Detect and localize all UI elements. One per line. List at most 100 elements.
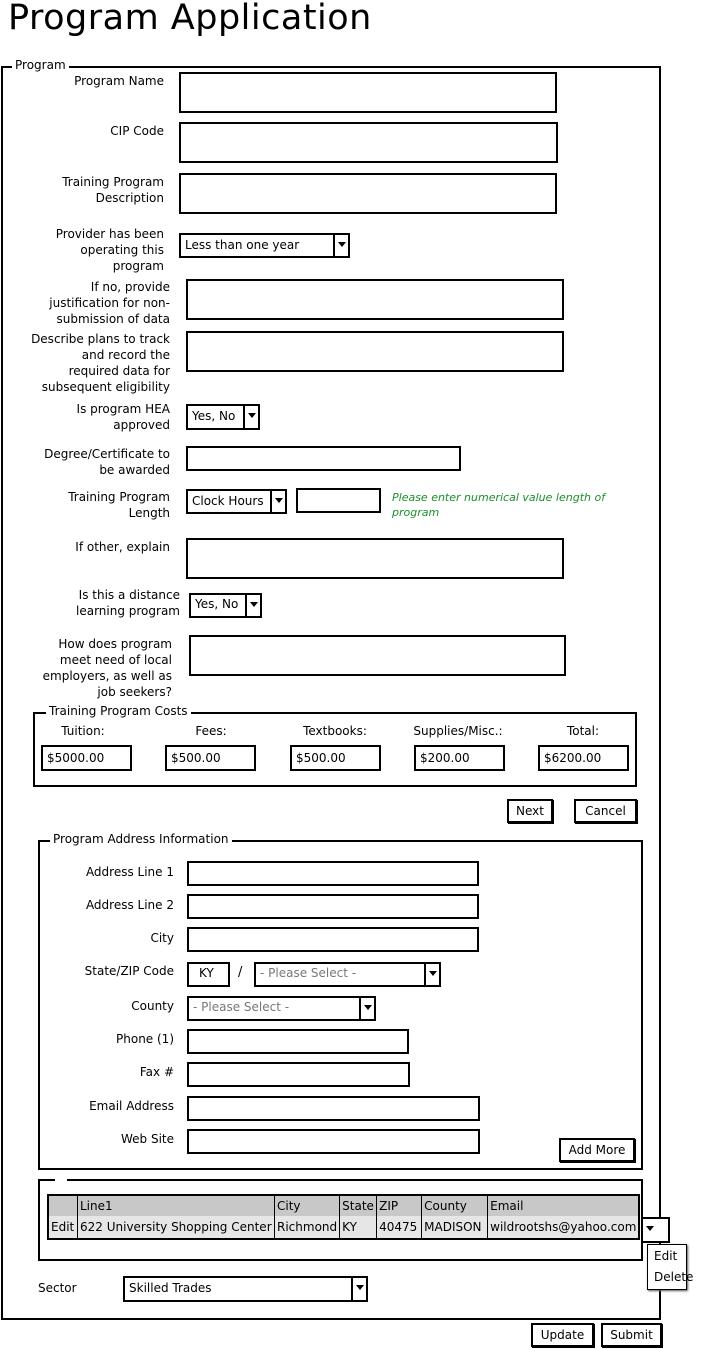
fax-label: Fax # (139, 1065, 174, 1079)
cell-email: wildrootshs@yahoo.com (487, 1216, 639, 1238)
fees-input[interactable]: $500.00 (165, 745, 256, 771)
county-select[interactable]: - Please Select - (187, 996, 376, 1021)
cell-city: Richmond (273, 1216, 340, 1238)
address-line1-label: Address Line 1 (85, 865, 174, 879)
justification-input[interactable] (186, 279, 564, 320)
state-zip-label: State/ZIP Code (84, 964, 174, 978)
row-action-dropdown[interactable] (641, 1217, 670, 1243)
email-label: Email Address (89, 1099, 174, 1113)
cell-zip: 40475 (376, 1216, 422, 1238)
distance-select[interactable]: Yes, No (189, 593, 262, 618)
description-label: Training Program Description (62, 175, 164, 205)
degree-input[interactable] (186, 446, 461, 471)
phone-input[interactable] (187, 1029, 409, 1054)
address-line2-input[interactable] (187, 894, 479, 919)
textbooks-input[interactable]: $500.00 (290, 745, 381, 771)
table-header-row: Line1 City State ZIP County Email (49, 1196, 639, 1216)
operating-select[interactable]: Less than one year (179, 233, 350, 258)
length-unit-value: Clock Hours (192, 494, 264, 508)
menu-item-edit[interactable]: Edit (654, 1249, 678, 1263)
email-input[interactable] (187, 1096, 480, 1121)
degree-label: Degree/Certificate to be awarded (44, 447, 170, 477)
column-header-county: County (421, 1196, 488, 1216)
total-label: Total: (566, 724, 600, 738)
row-action-menu: Edit Delete (647, 1244, 694, 1290)
chevron-down-icon (245, 595, 260, 616)
supplies-input[interactable]: $200.00 (414, 745, 505, 771)
program-name-label: Program Name (74, 74, 164, 88)
update-button[interactable]: Update (531, 1323, 594, 1347)
column-header-state: State (339, 1196, 377, 1216)
sector-label: Sector (38, 1281, 77, 1295)
distance-label: Is this a distance learning program (76, 588, 180, 618)
cip-code-label: CIP Code (110, 124, 164, 138)
program-section (1, 66, 661, 1320)
address-line1-input[interactable] (187, 861, 479, 886)
supplies-label: Supplies/Misc.: (413, 724, 503, 738)
address-line2-label: Address Line 2 (85, 898, 174, 912)
county-label: County (131, 999, 174, 1013)
add-more-button[interactable]: Add More (559, 1138, 635, 1162)
plans-input[interactable] (186, 331, 564, 372)
length-label: Training Program Length (68, 490, 170, 520)
cancel-button[interactable]: Cancel (574, 799, 637, 823)
chevron-down-icon (270, 491, 285, 512)
state-input[interactable]: KY (187, 962, 230, 987)
column-header-line1: Line1 (77, 1196, 275, 1216)
column-header-zip: ZIP (376, 1196, 422, 1216)
fees-label: Fees: (195, 724, 227, 738)
cell-line1: 622 University Shopping Center (77, 1216, 275, 1238)
chevron-down-icon (351, 1278, 366, 1300)
address-table-legend-gap (55, 1175, 67, 1183)
address-grid: Line1 City State ZIP County Email Edit 6… (49, 1196, 639, 1238)
website-input[interactable] (187, 1129, 480, 1154)
cell-county: MADISON (421, 1216, 488, 1238)
program-name-input[interactable] (179, 72, 557, 113)
hea-select[interactable]: Yes, No (186, 404, 260, 430)
fax-input[interactable] (187, 1062, 410, 1087)
total-input[interactable]: $6200.00 (538, 745, 629, 771)
program-section-legend: Program (12, 58, 69, 72)
column-header-city: City (273, 1196, 340, 1216)
costs-legend: Training Program Costs (46, 704, 191, 718)
county-select-placeholder: - Please Select - (193, 1000, 290, 1014)
justification-label: If no, provide justification for non-sub… (49, 280, 170, 326)
tuition-input[interactable]: $5000.00 (41, 745, 132, 771)
column-header-action (49, 1196, 78, 1216)
other-input[interactable] (186, 538, 564, 579)
cell-state: KY (339, 1216, 377, 1238)
row-edit-link[interactable]: Edit (49, 1216, 78, 1238)
table-row: Edit 622 University Shopping Center Rich… (49, 1216, 639, 1238)
chevron-down-icon (359, 998, 374, 1019)
operating-label: Provider has been operating this program (55, 227, 164, 273)
textbooks-label: Textbooks: (303, 724, 367, 738)
chevron-down-icon (643, 1219, 668, 1241)
address-legend: Program Address Information (50, 832, 232, 846)
length-unit-select[interactable]: Clock Hours (186, 489, 287, 514)
zip-select[interactable]: - Please Select - (254, 962, 441, 987)
sector-select[interactable]: Skilled Trades (123, 1276, 368, 1302)
phone-label: Phone (1) (116, 1032, 174, 1046)
employers-label: How does program meet need of local empl… (42, 637, 172, 699)
sector-select-value: Skilled Trades (129, 1281, 212, 1295)
other-label: If other, explain (75, 540, 170, 554)
city-input[interactable] (187, 927, 479, 952)
zip-separator: / (238, 965, 243, 980)
page-title: Program Application (8, 0, 372, 38)
next-button[interactable]: Next (507, 799, 553, 823)
chevron-down-icon (243, 406, 258, 428)
employers-input[interactable] (189, 635, 566, 676)
costs-section (33, 712, 637, 787)
address-section (38, 840, 643, 1170)
submit-button[interactable]: Submit (601, 1323, 662, 1347)
cip-code-input[interactable] (179, 122, 558, 163)
website-label: Web Site (120, 1132, 174, 1146)
city-label: City (150, 931, 174, 945)
hea-label: Is program HEA approved (76, 402, 170, 432)
address-table: Line1 City State ZIP County Email Edit 6… (47, 1194, 641, 1240)
length-value-input[interactable] (296, 488, 381, 513)
tuition-label: Tuition: (61, 724, 105, 738)
description-input[interactable] (179, 173, 557, 214)
hea-select-value: Yes, No (192, 409, 236, 423)
menu-item-delete[interactable]: Delete (654, 1270, 694, 1284)
